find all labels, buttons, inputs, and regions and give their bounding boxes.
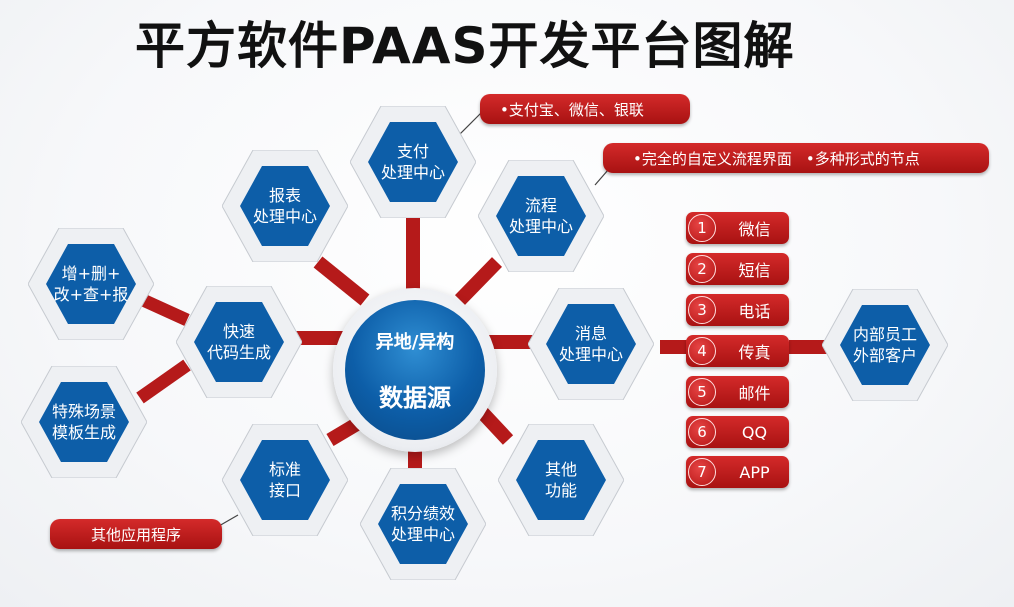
channel-number: 7 <box>688 458 716 486</box>
node-flow-line2: 处理中心 <box>508 217 573 236</box>
banner-flow-text-b: •多种形式的节点 <box>805 149 920 168</box>
channel-number: 4 <box>688 337 716 365</box>
node-message-line2: 处理中心 <box>558 345 623 364</box>
channel-item: 5 邮件 <box>686 376 789 408</box>
node-quickcode: 快速代码生成 <box>176 286 302 398</box>
channel-item: 2 短信 <box>686 253 789 285</box>
node-report-line2: 处理中心 <box>252 207 317 226</box>
channel-number: 5 <box>688 378 716 406</box>
spoke-flow <box>454 257 503 305</box>
node-points: 积分绩效处理中心 <box>360 468 486 580</box>
node-message: 消息处理中心 <box>528 288 654 400</box>
node-points-line2: 处理中心 <box>390 525 455 544</box>
banner-flow: •完全的自定义流程界面 •多种形式的节点 <box>603 143 989 173</box>
link-crud-quickcode <box>140 294 190 326</box>
channel-number: 3 <box>688 296 716 324</box>
banner-payment-text: •支付宝、微信、银联 <box>500 100 644 119</box>
channel-number: 6 <box>688 418 716 446</box>
central-hub: 异地/异构 数据源 <box>333 288 497 452</box>
banner-flow-text-a: •完全的自定义流程界面 <box>633 149 792 168</box>
node-interface: 标准接口 <box>222 424 348 536</box>
node-flow: 流程处理中心 <box>478 160 604 272</box>
link-template-quickcode <box>136 359 191 404</box>
node-crud-line1: 增+删+ <box>61 264 121 283</box>
node-template-line1: 特殊场景 <box>51 402 116 421</box>
channel-item: 4 传真 <box>686 335 789 367</box>
central-hub-core: 异地/异构 数据源 <box>345 300 485 440</box>
node-staff: 内部员工外部客户 <box>822 289 948 401</box>
node-interface-line2: 接口 <box>268 481 301 500</box>
node-template: 特殊场景模板生成 <box>21 366 147 478</box>
channel-label: 邮件 <box>738 384 771 403</box>
channel-item: 6 QQ <box>686 416 789 448</box>
channel-item: 7 APP <box>686 456 789 488</box>
node-report: 报表处理中心 <box>222 150 348 262</box>
node-staff-line1: 内部员工 <box>852 325 917 344</box>
node-flow-line1: 流程 <box>524 196 557 215</box>
channel-label: 电话 <box>738 302 771 321</box>
node-points-line1: 积分绩效 <box>390 504 455 523</box>
leader-flow <box>594 169 609 186</box>
channel-item: 1 微信 <box>686 212 789 244</box>
node-interface-line1: 标准 <box>268 460 301 479</box>
node-report-line1: 报表 <box>268 186 301 205</box>
banner-payment: •支付宝、微信、银联 <box>480 94 690 124</box>
diagram-title: 平方软件PAAS开发平台图解 <box>135 17 795 75</box>
channel-item: 3 电话 <box>686 294 789 326</box>
hub-line1: 异地/异构 <box>375 331 455 353</box>
node-other-line2: 功能 <box>544 481 577 500</box>
node-other: 其他功能 <box>498 424 624 536</box>
channel-label: 传真 <box>738 343 771 362</box>
spoke-report <box>313 256 370 306</box>
node-other-line1: 其他 <box>544 460 577 479</box>
banner-apps: 其他应用程序 <box>50 519 222 549</box>
node-crud: 增+删+ 改+查+报 <box>28 228 154 340</box>
channel-label: QQ <box>741 422 768 442</box>
node-message-line1: 消息 <box>574 324 607 343</box>
hub-line2: 数据源 <box>379 383 451 412</box>
channel-label: APP <box>739 462 770 482</box>
node-payment: 支付处理中心 <box>350 106 476 218</box>
node-payment-line2: 处理中心 <box>380 163 445 182</box>
node-template-line2: 模板生成 <box>51 423 116 442</box>
node-crud-line2: 改+查+报 <box>53 285 129 304</box>
channel-label: 微信 <box>738 220 771 239</box>
node-quickcode-line1: 快速 <box>222 322 255 341</box>
channel-number: 1 <box>688 214 716 242</box>
node-quickcode-line2: 代码生成 <box>206 343 271 362</box>
channel-label: 短信 <box>738 261 771 280</box>
banner-apps-text: 其他应用程序 <box>90 525 181 544</box>
spoke-other <box>474 405 514 445</box>
node-payment-line1: 支付 <box>396 142 429 161</box>
channel-number: 2 <box>688 255 716 283</box>
node-staff-line2: 外部客户 <box>852 346 917 365</box>
